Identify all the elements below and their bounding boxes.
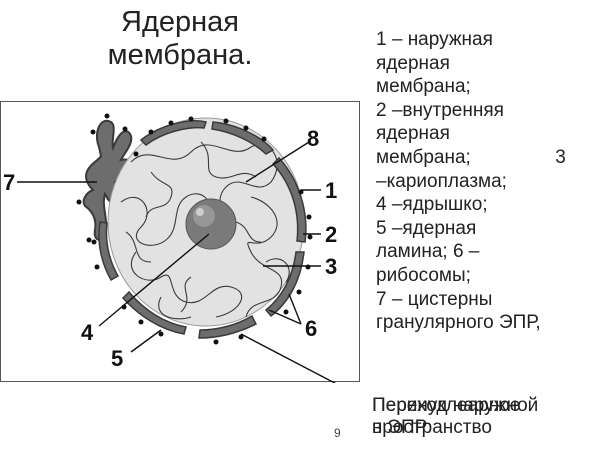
caption-a-line-1: Перинуклеарное <box>372 395 521 416</box>
legend-line: мембрана; <box>376 76 471 98</box>
legend-text: 1 – наружная ядерная мембрана; 2 –внутре… <box>376 28 596 335</box>
legend-line: 7 – цистерны <box>376 288 493 310</box>
legend-line: –кариоплазма; <box>376 170 507 192</box>
slide-number: 9 <box>334 426 341 440</box>
legend-line: мембрана; 3 <box>376 146 566 168</box>
legend-line: 4 –ядрышко; <box>376 194 488 216</box>
title-line-2: мембрана. <box>107 39 253 71</box>
nucleolus <box>185 198 237 250</box>
label-5: 5 <box>111 346 123 371</box>
legend-line: 1 – наружная <box>376 29 493 50</box>
legend-line: ядерная <box>376 123 450 145</box>
overlapping-caption-a: Перинуклеарное пространство <box>372 395 592 439</box>
label-2: 2 <box>325 222 337 247</box>
caption-b-line-1: Переход наружной <box>372 395 539 416</box>
legend-line: 5 –ядерная <box>376 217 477 239</box>
caption-b-line-2: в ЭПР <box>372 417 428 438</box>
legend-line: рибосомы; <box>376 264 471 286</box>
nuclear-envelope <box>98 120 307 339</box>
title-line-1: Ядерная <box>121 6 239 38</box>
label-3: 3 <box>325 254 337 279</box>
label-1: 1 <box>325 178 337 203</box>
slide-title: Ядерная мембрана. <box>70 6 290 72</box>
number-labels: 7 1 2 3 8 4 5 6 <box>3 126 337 371</box>
label-8: 8 <box>307 126 319 151</box>
caption-a-line-2: пространство <box>372 417 492 438</box>
label-4: 4 <box>81 320 94 345</box>
ribosomes <box>76 113 313 345</box>
nucleus-diagram: 7 1 2 3 8 4 5 6 <box>3 113 337 383</box>
label-6: 6 <box>305 316 317 341</box>
legend-line: гранулярного ЭПР, <box>376 312 541 334</box>
legend-line: ламина; 6 – <box>376 241 480 263</box>
legend-line: 2 –внутренняя <box>376 99 504 121</box>
leader-lines <box>17 141 337 383</box>
nucleus-diagram-panel: 7 1 2 3 8 4 5 6 <box>0 101 360 383</box>
overlapping-caption-b: Переход наружной в ЭПР <box>372 395 592 439</box>
label-7: 7 <box>3 170 15 195</box>
legend-line: ядерная <box>376 52 450 74</box>
